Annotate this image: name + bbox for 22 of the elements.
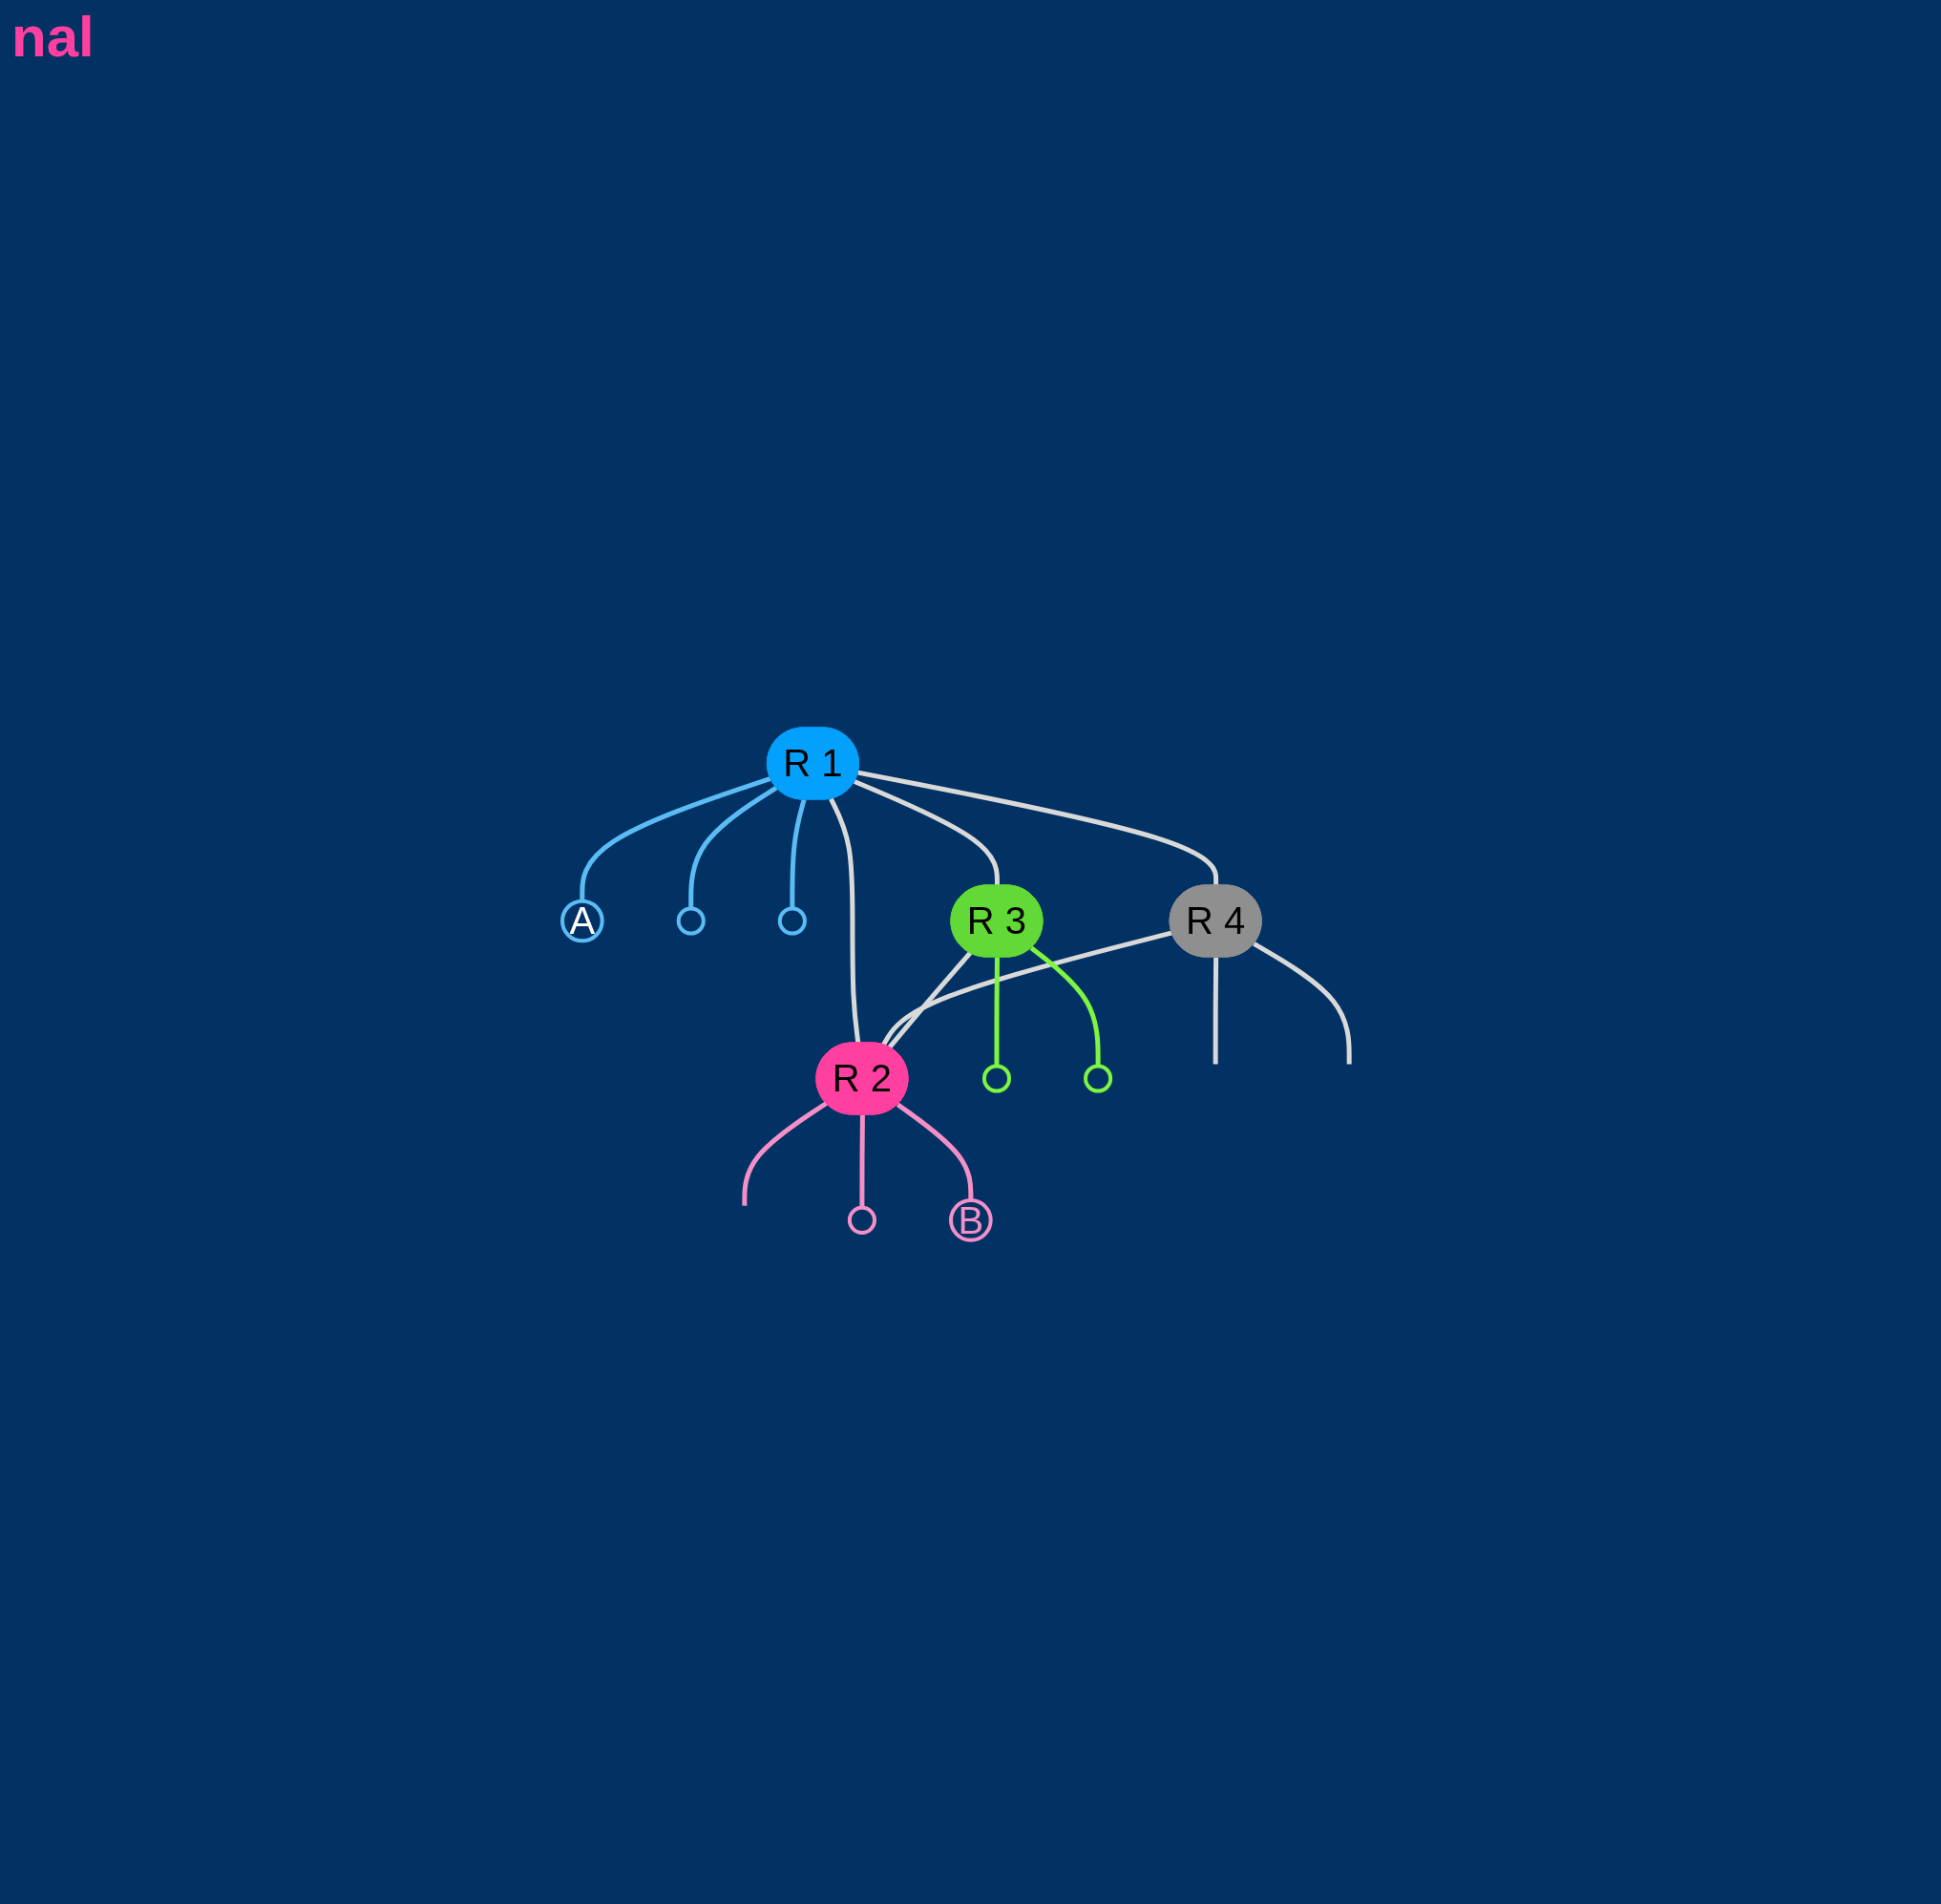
connector: [994, 957, 1001, 1067]
connector: [888, 951, 973, 1049]
node-circle: [982, 1064, 1012, 1093]
connector: [854, 779, 1001, 886]
connector: [688, 785, 779, 909]
connector: [580, 776, 772, 901]
connector: [1253, 941, 1353, 1065]
connector: [829, 797, 861, 1044]
heading-fragment: nal: [11, 4, 95, 70]
node-circle: A: [560, 899, 605, 943]
node-circle: [1084, 1064, 1113, 1093]
connector: [1213, 957, 1219, 1065]
node-circle: [778, 906, 808, 936]
connector: [859, 1114, 866, 1208]
connector: [1030, 945, 1101, 1067]
node-circle: B: [949, 1198, 994, 1242]
connector: [742, 1101, 829, 1206]
connector: [790, 798, 807, 909]
node-circle: [677, 906, 707, 936]
node-circle: [848, 1205, 877, 1235]
connector: [897, 1102, 974, 1201]
connector: [881, 930, 1173, 1047]
